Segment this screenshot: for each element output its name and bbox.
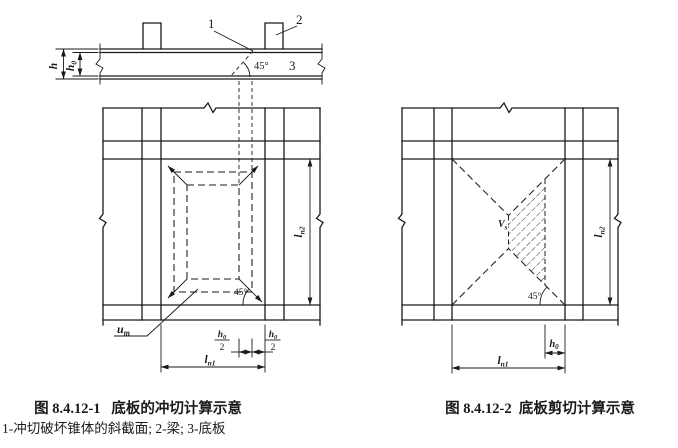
fraction-denominator: 2 (271, 343, 276, 353)
cross-section-view: h h0 1 2 3 45° (48, 12, 326, 186)
cone-corner-diagonal (167, 165, 188, 186)
h-label: h (48, 63, 60, 69)
angle-45-label: 45° (254, 61, 269, 72)
right-figure-caption: 图 8.4.12-2 底板剪切计算示意 (445, 399, 635, 417)
outer-edge-left (397, 107, 406, 326)
punching-incline-line (229, 50, 254, 78)
ln1-label: ln1 (497, 355, 508, 369)
left-figure-caption: 图 8.4.12-1 底板的冲切计算示意 (34, 399, 242, 417)
yield-line-diagonal (451, 158, 509, 216)
outer-edge-right (315, 107, 324, 326)
outer-edge-top (102, 101, 321, 114)
beam-stub-2 (264, 22, 284, 50)
fraction-numerator: h0 (218, 330, 227, 341)
ln2-label: ln2 (293, 226, 307, 237)
ln1-label: ln1 (204, 354, 215, 368)
outer-edge-right (613, 107, 622, 326)
angle-arc (243, 62, 251, 77)
callout-1-leader (213, 30, 254, 52)
fraction-denominator: 2 (220, 343, 225, 353)
break-line-left (95, 43, 104, 85)
yield-line-diagonal (508, 248, 566, 306)
angle-arc (242, 288, 250, 306)
cone-corner-diagonal (238, 278, 263, 303)
yield-line-diagonal (508, 158, 566, 216)
captions: 图 8.4.12-1 底板的冲切计算示意 图 8.4.12-2 底板剪切计算示意… (2, 399, 635, 436)
ln2-label: ln2 (593, 226, 607, 237)
fraction-numerator: h0 (269, 330, 278, 341)
legend-note: 1-冲切破坏锥体的斜截面; 2-梁; 3-底板 (2, 421, 226, 436)
callout-2: 2 (296, 12, 303, 27)
angle-45-label: 45° (528, 291, 542, 302)
um-leader (114, 288, 199, 337)
callout-2-leader (275, 25, 298, 36)
break-line-right (317, 43, 326, 85)
left-plan-view: 45° um ln2 ln1 h0 2 h0 2 (98, 101, 324, 373)
angle-45-label: 45° (234, 287, 248, 298)
beam-stub-1 (142, 22, 162, 50)
punching-cone-base (186, 184, 240, 280)
h0-label: h0 (549, 339, 559, 351)
outer-edge-left (98, 107, 107, 326)
h0-half-fraction: h0 2 (214, 330, 230, 353)
outer-edge-top (401, 101, 619, 114)
vs-label: Vs (498, 219, 508, 232)
right-plan-view: Vs 45° ln2 h0 ln1 (397, 101, 622, 374)
h0-label: h0 (65, 61, 79, 71)
callout-3: 3 (289, 58, 296, 73)
critical-perimeter-um (173, 171, 253, 293)
yield-line-diagonal (451, 248, 509, 306)
um-label: um (117, 322, 130, 338)
angle-arc (539, 286, 548, 306)
cone-corner-diagonal (238, 165, 259, 186)
callout-1: 1 (208, 16, 215, 31)
h0-half-fraction: h0 2 (265, 330, 281, 353)
shear-tributary-hatch-region (508, 179, 545, 285)
cone-corner-diagonal (167, 278, 188, 299)
